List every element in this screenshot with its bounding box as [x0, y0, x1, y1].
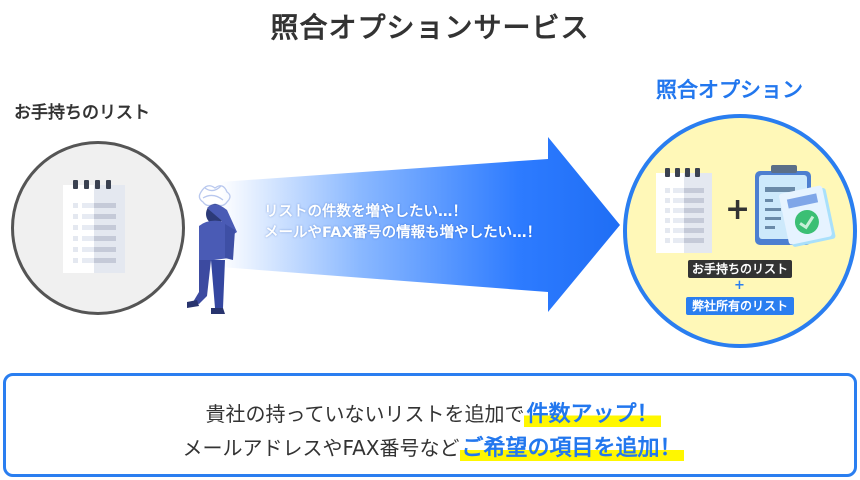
collation-option-label: 照合オプション — [656, 78, 803, 102]
summary-line-2-highlight: ご希望の項目を追加！ — [459, 436, 684, 461]
plus-sign: + — [725, 192, 751, 227]
arrow-message-line-1: リストの件数を増やしたい…！ — [264, 204, 467, 220]
arrow-message-line-2: メールやFAX番号の情報も増やしたい…！ — [264, 225, 542, 241]
arrow-message: リストの件数を増やしたい…！ メールやFAX番号の情報も増やしたい…！ — [264, 202, 541, 244]
page-title: 照合オプションサービス — [270, 11, 590, 44]
tag-plus-sign: + — [734, 278, 745, 293]
summary-line-2: メールアドレスやFAX番号などご希望の項目を追加！ — [6, 430, 860, 462]
big-arrow — [220, 137, 620, 312]
own-list-label: お手持ちのリスト — [14, 103, 150, 123]
clipboard-check-icon — [755, 165, 836, 247]
summary-line-1-highlight: 件数アップ！ — [524, 402, 661, 427]
company-list-tag: 弊社所有のリスト — [686, 297, 794, 315]
summary-line-2-text: メールアドレスやFAX番号など — [182, 436, 460, 460]
summary-box: 貴社の持っていないリストを追加で件数アップ！ メールアドレスやFAX番号などご希… — [3, 373, 857, 477]
notepad-list-icon — [63, 180, 125, 273]
summary-line-1-text: 貴社の持っていないリストを追加で — [205, 402, 525, 426]
troubled-businessman-icon — [187, 185, 237, 314]
notepad-list-icon — [656, 168, 712, 254]
summary-line-1: 貴社の持っていないリストを追加で件数アップ！ — [6, 396, 860, 428]
own-list-tag: お手持ちのリスト — [688, 260, 792, 278]
